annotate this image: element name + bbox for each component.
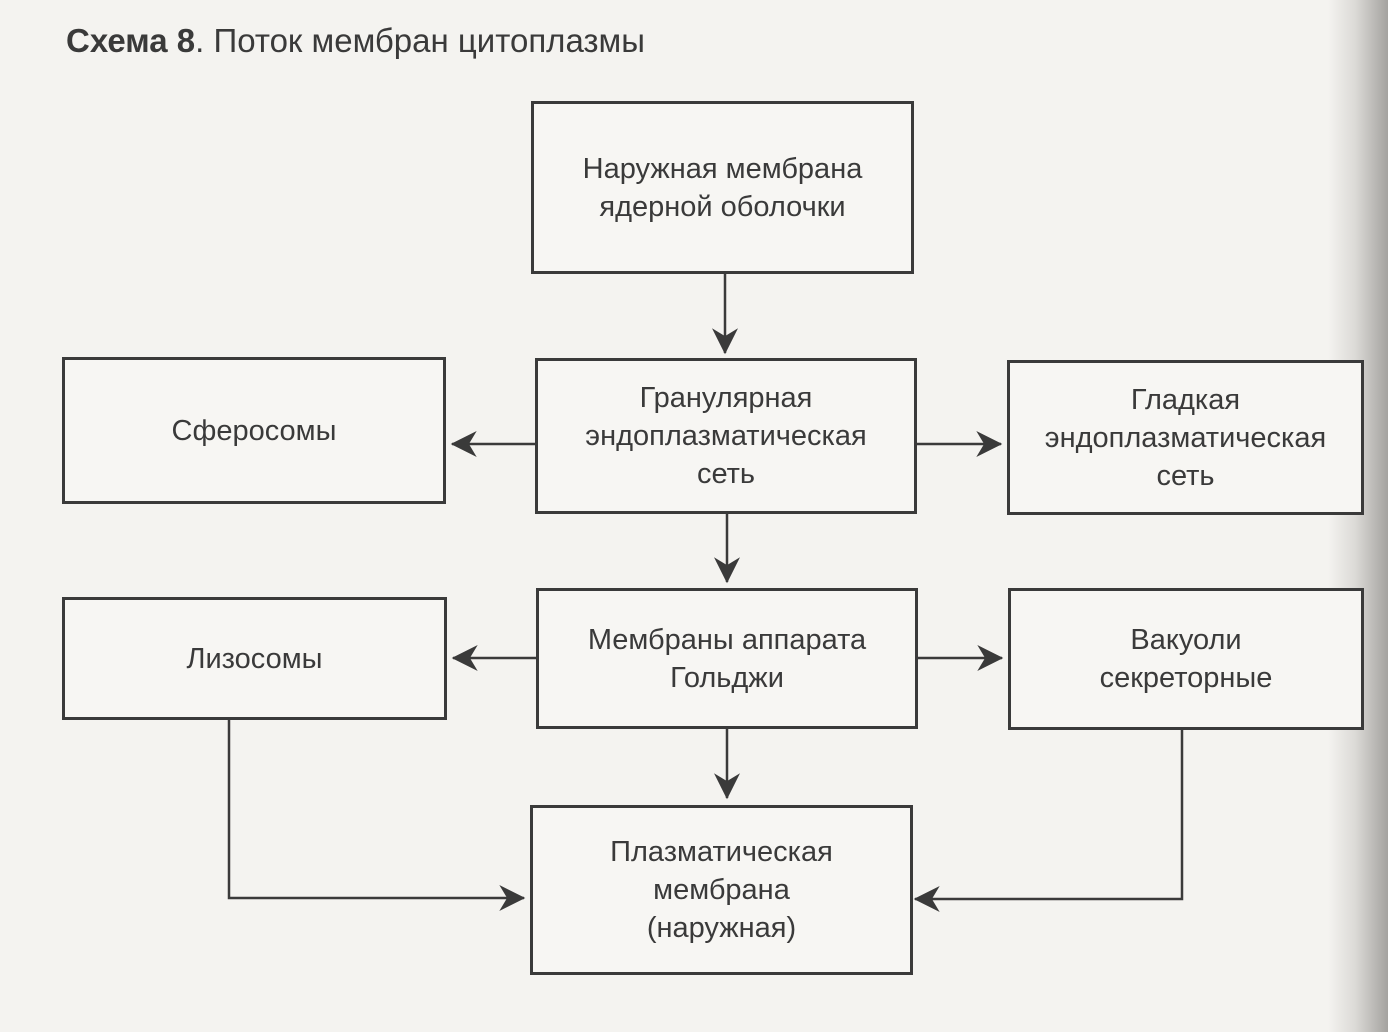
node-spherosomes: Сферосомы [62, 357, 446, 504]
node-lysosomes: Лизосомы [62, 597, 447, 720]
title-number: Схема 8 [66, 22, 196, 59]
diagram-title: Схема 8. Поток мембран цитоплазмы [66, 22, 645, 60]
page-edge-shadow [1328, 0, 1388, 1032]
node-outer-nuclear-membrane: Наружная мембрана ядерной оболочки [531, 101, 914, 274]
node-secretory-vacuoles: Вакуоли секреторные [1008, 588, 1364, 730]
title-text: . Поток мембран цитоплазмы [195, 22, 645, 59]
arrow-vacuoles-to-plasma-membrane [913, 729, 1184, 912]
node-golgi-membranes: Мембраны аппарата Гольджи [536, 588, 918, 729]
node-granular-er: Гранулярная эндоплазматическая сеть [535, 358, 917, 514]
node-plasma-membrane: Плазматическая мембрана (наружная) [530, 805, 913, 975]
arrow-lysosomes-to-plasma-membrane [227, 718, 526, 911]
node-smooth-er: Гладкая эндоплазматическая сеть [1007, 360, 1364, 515]
